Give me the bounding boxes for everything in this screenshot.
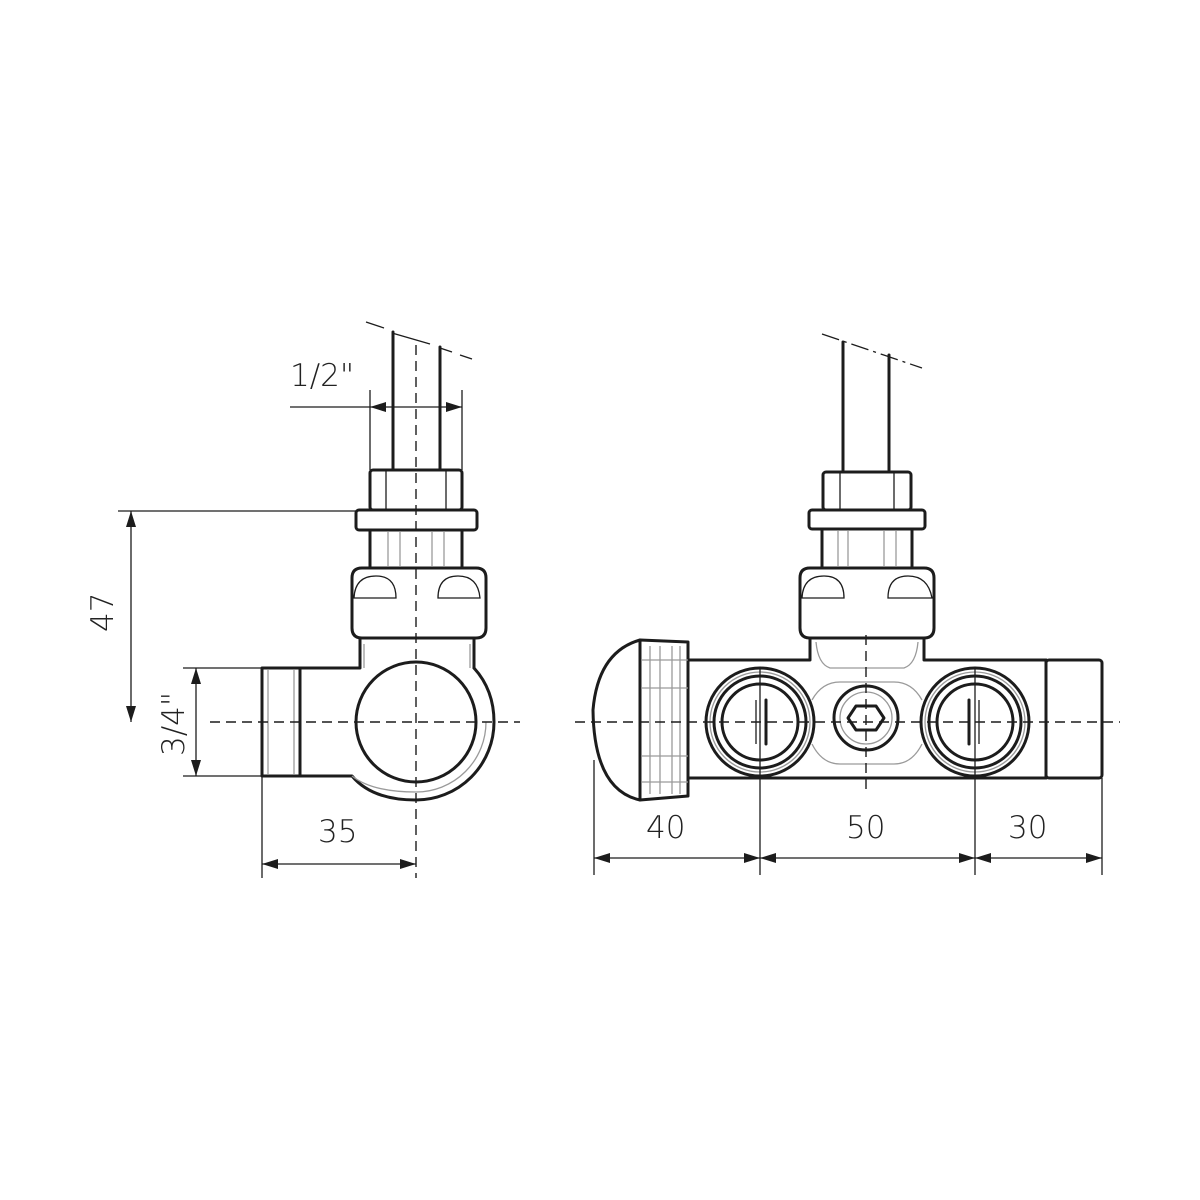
dim-thread-top-label: 1/2"	[290, 358, 354, 394]
dim-middle-label: 50	[846, 810, 885, 846]
dim-right-label: 30	[1008, 810, 1047, 846]
front-view: 40 50 30	[575, 333, 1120, 875]
front-upper-nut	[821, 470, 913, 512]
front-left-knob	[591, 638, 690, 802]
dim-left-label: 40	[646, 810, 685, 846]
dim-width: 35	[261, 776, 416, 878]
front-flange	[807, 508, 927, 531]
dim-thread-side: 3/4"	[156, 667, 262, 777]
dim-left: 40	[594, 810, 760, 863]
side-neck	[368, 528, 464, 570]
front-union-nut	[798, 566, 936, 640]
dim-height-label: 47	[85, 593, 121, 632]
dim-right: 30	[975, 810, 1102, 863]
side-pipe	[365, 321, 473, 472]
dim-width-label: 35	[318, 814, 357, 850]
front-pipe-centerline	[821, 333, 923, 369]
dim-middle: 50	[760, 810, 975, 863]
front-pipe	[821, 333, 923, 472]
side-view: 1/2" 47 3/4" 35	[85, 321, 520, 878]
front-neck	[820, 527, 914, 570]
side-union-nut	[350, 566, 488, 640]
front-valve-body	[686, 658, 1048, 780]
side-valve-body	[298, 636, 496, 802]
dim-thread-side-label: 3/4"	[156, 692, 192, 756]
front-right-cap	[1044, 658, 1104, 780]
dim-thread-top: 1/2"	[290, 358, 463, 470]
dim-height: 47	[85, 510, 356, 722]
